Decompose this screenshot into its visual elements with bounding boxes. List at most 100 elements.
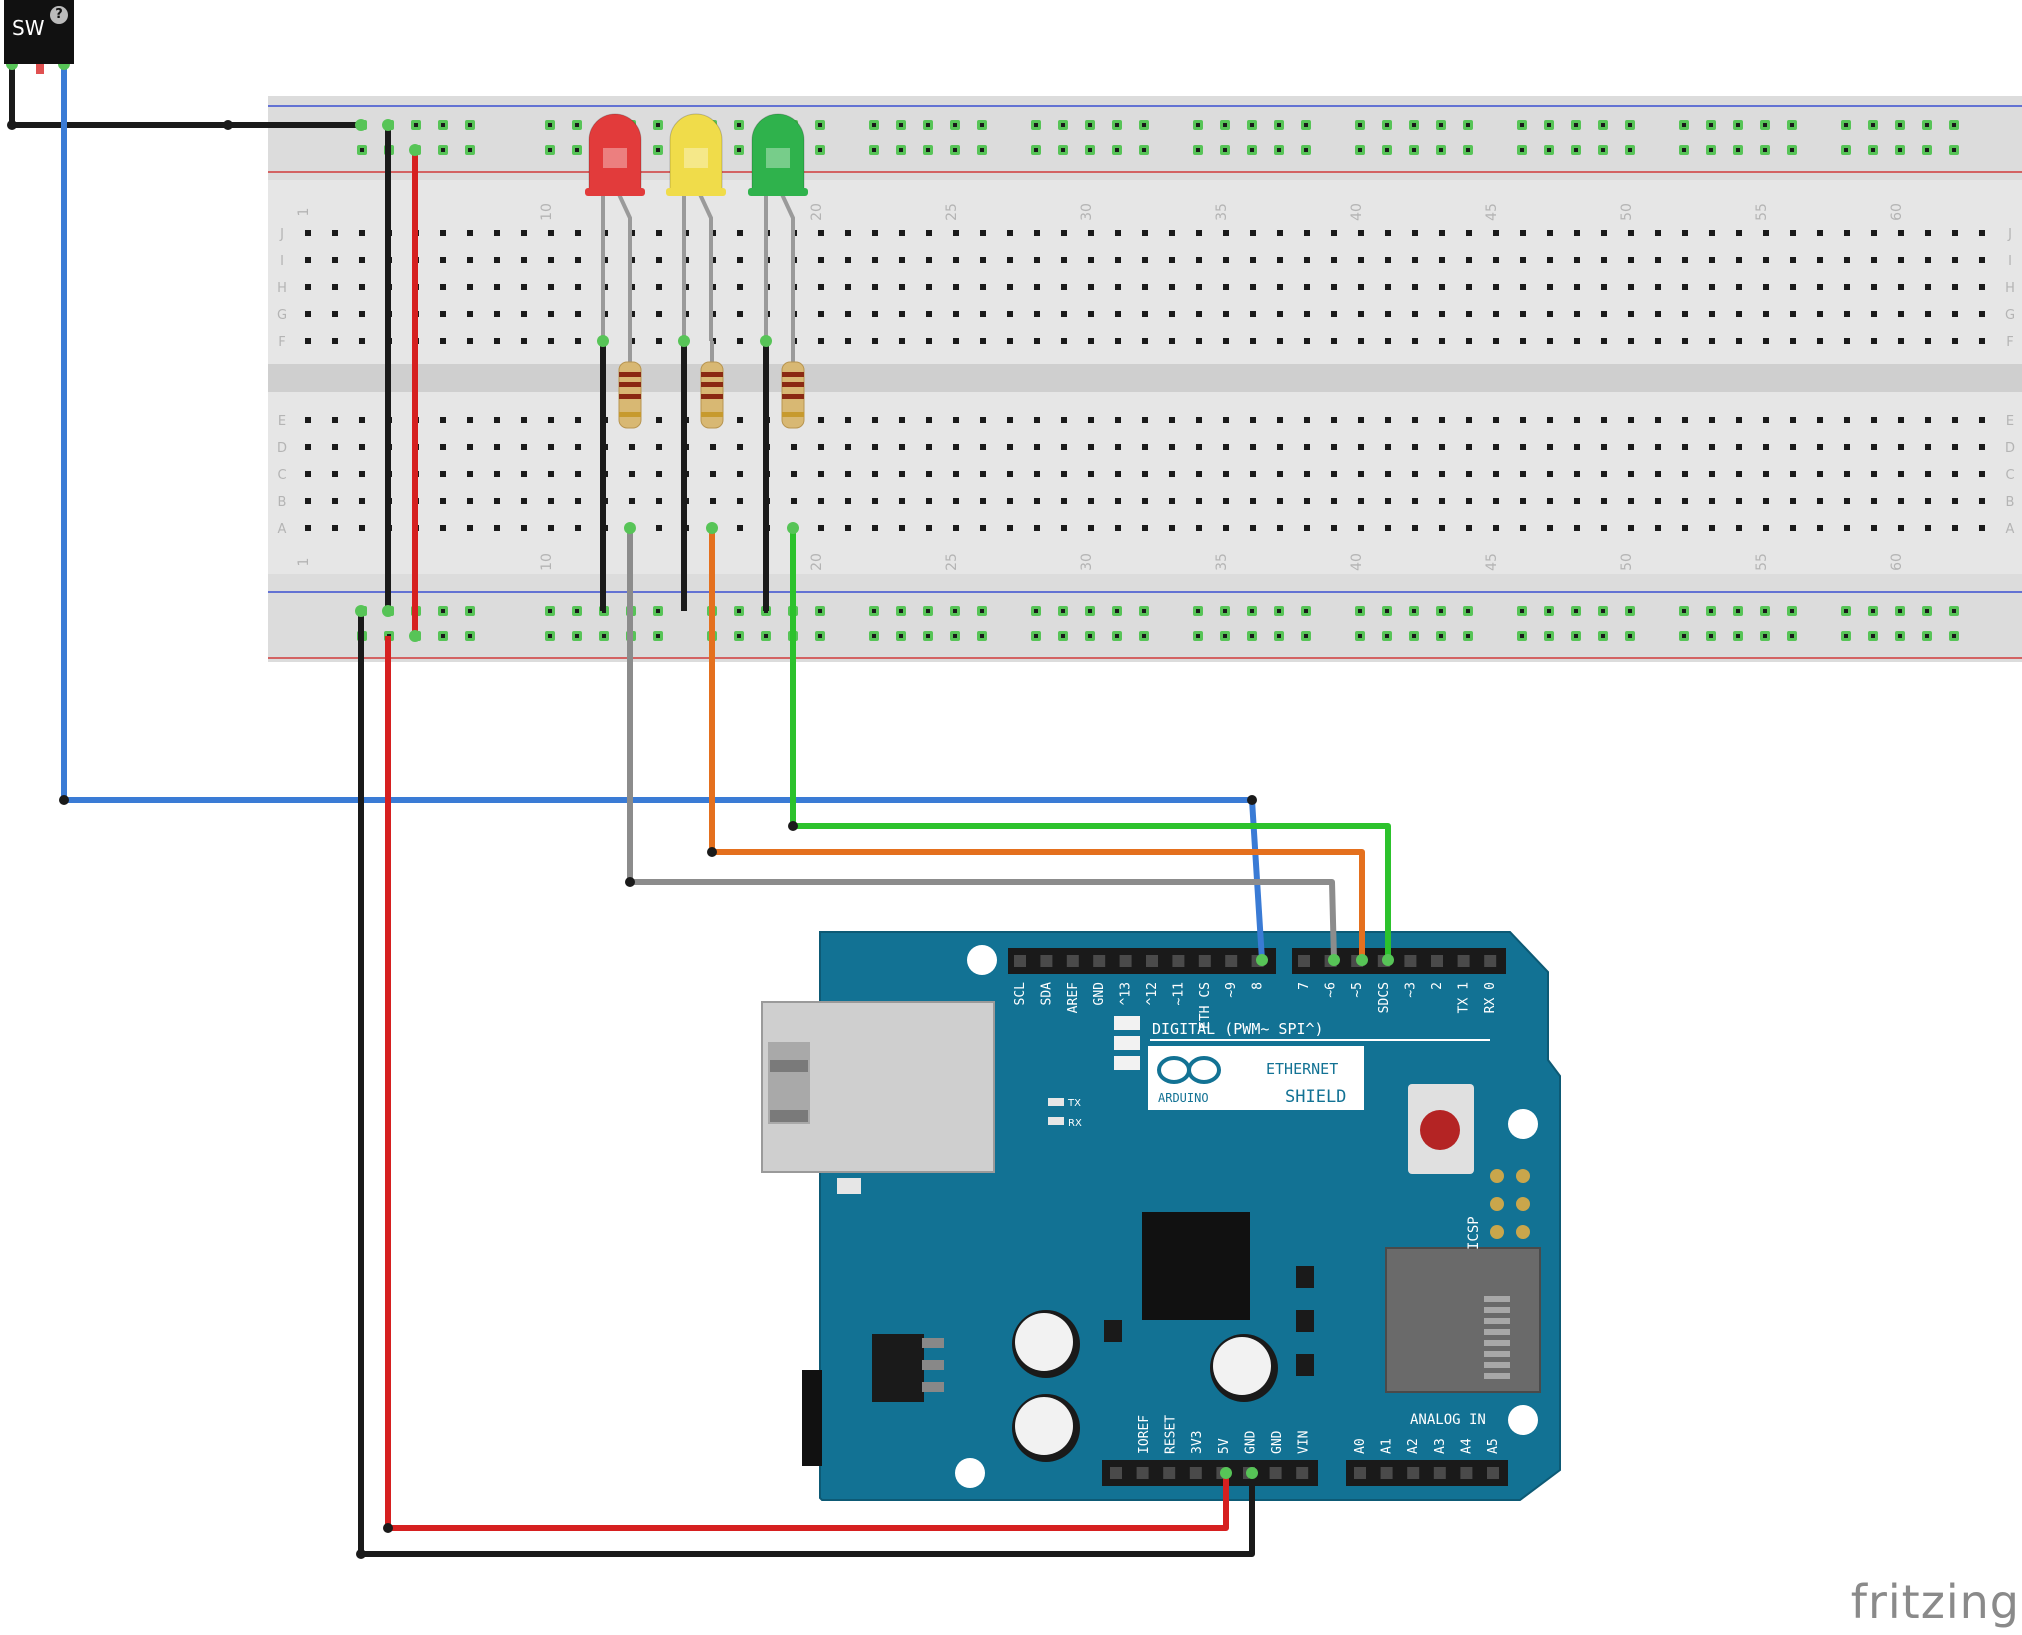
breadboard-center-channel — [268, 364, 2022, 392]
terminal-hole — [1493, 498, 1499, 504]
terminal-hole — [1601, 230, 1607, 236]
rail-hole-core — [1196, 148, 1200, 152]
rail-hole-core — [1736, 123, 1740, 127]
terminal-hole — [1412, 498, 1418, 504]
terminal-hole — [737, 471, 743, 477]
arduino-logo — [1187, 1056, 1221, 1084]
header-pin — [1269, 1467, 1282, 1479]
rail-hole-core — [1061, 123, 1065, 127]
terminal-hole — [1871, 444, 1877, 450]
terminal-hole — [1736, 230, 1742, 236]
terminal-hole — [1439, 498, 1445, 504]
terminal-hole — [1223, 338, 1229, 344]
terminal-hole — [1682, 230, 1688, 236]
terminal-hole — [1925, 498, 1931, 504]
resistor — [781, 341, 805, 429]
terminal-hole — [1277, 338, 1283, 344]
switch-component[interactable]: SW ? — [4, 0, 74, 64]
rail-hole-core — [1439, 148, 1443, 152]
rail-hole-core — [1547, 609, 1551, 613]
terminal-hole — [845, 257, 851, 263]
mounting-hole — [1508, 1109, 1538, 1139]
terminal-hole — [1628, 417, 1634, 423]
rail-hole-core — [926, 609, 930, 613]
terminal-hole — [656, 498, 662, 504]
terminal-hole — [1169, 338, 1175, 344]
terminal-hole — [1979, 284, 1985, 290]
terminal-hole — [1655, 284, 1661, 290]
terminal-hole — [1898, 471, 1904, 477]
pin-label: 3V3 — [1190, 1431, 1205, 1454]
terminal-hole — [1385, 417, 1391, 423]
terminal-hole — [1601, 471, 1607, 477]
terminal-hole — [818, 417, 824, 423]
terminal-hole — [1439, 257, 1445, 263]
terminal-hole — [1412, 471, 1418, 477]
terminal-hole — [980, 417, 986, 423]
column-label: 20 — [809, 553, 825, 571]
pin-label: RESET — [1164, 1415, 1179, 1454]
led-body — [751, 113, 805, 191]
rail-hole-core — [1601, 609, 1605, 613]
row-label: E — [2006, 414, 2014, 429]
terminal-hole — [1169, 471, 1175, 477]
terminal-hole — [1871, 284, 1877, 290]
terminal-hole — [953, 311, 959, 317]
terminal-hole — [1142, 498, 1148, 504]
rail-hole-core — [441, 123, 445, 127]
terminal-hole — [305, 284, 311, 290]
wire-ground — [358, 611, 1255, 1557]
rail-hole-core — [1871, 609, 1875, 613]
terminal-hole — [467, 230, 473, 236]
terminal-hole — [953, 257, 959, 263]
sd-card-contact — [1484, 1351, 1510, 1357]
terminal-hole — [1169, 525, 1175, 531]
column-label: 60 — [1889, 203, 1905, 221]
terminal-hole — [1466, 230, 1472, 236]
terminal-hole — [872, 525, 878, 531]
terminal-hole — [1169, 284, 1175, 290]
terminal-hole — [1466, 498, 1472, 504]
terminal-hole — [791, 444, 797, 450]
terminal-hole — [1007, 498, 1013, 504]
rail-hole-core — [575, 609, 579, 613]
terminal-hole — [710, 471, 716, 477]
terminal-hole — [1196, 444, 1202, 450]
terminal-hole — [494, 471, 500, 477]
led-rim — [748, 188, 808, 196]
terminal-hole — [1493, 471, 1499, 477]
terminal-hole — [1142, 257, 1148, 263]
terminal-hole — [1412, 230, 1418, 236]
row-label: A — [278, 522, 287, 537]
wires — [6, 58, 1394, 1559]
pin-label: 2 — [1430, 982, 1445, 990]
terminal-hole — [440, 230, 446, 236]
terminal-hole — [1898, 417, 1904, 423]
terminal-hole — [1736, 444, 1742, 450]
terminal-hole — [1007, 338, 1013, 344]
help-icon[interactable]: ? — [50, 6, 68, 24]
terminal-hole — [1709, 284, 1715, 290]
terminal-hole — [1250, 284, 1256, 290]
terminal-hole — [926, 498, 932, 504]
terminal-hole — [359, 311, 365, 317]
digital-label: DIGITAL (PWM~ SPI^) — [1152, 1020, 1324, 1038]
terminal-hole — [737, 417, 743, 423]
terminal-hole — [1223, 257, 1229, 263]
terminal-hole — [1844, 338, 1850, 344]
terminal-hole — [845, 230, 851, 236]
terminal-hole — [332, 230, 338, 236]
terminal-hole — [521, 471, 527, 477]
terminal-hole — [656, 311, 662, 317]
wire-bend — [1247, 795, 1257, 805]
rail-hole-core — [1898, 634, 1902, 638]
terminal-hole — [1898, 338, 1904, 344]
pin-label: ~11 — [1171, 982, 1186, 1005]
column-label: 55 — [1754, 553, 1770, 571]
wire-endpoint — [706, 522, 718, 534]
terminal-hole — [872, 338, 878, 344]
terminal-hole — [1736, 338, 1742, 344]
terminal-hole — [575, 230, 581, 236]
rail-hole-core — [441, 148, 445, 152]
terminal-hole — [656, 338, 662, 344]
